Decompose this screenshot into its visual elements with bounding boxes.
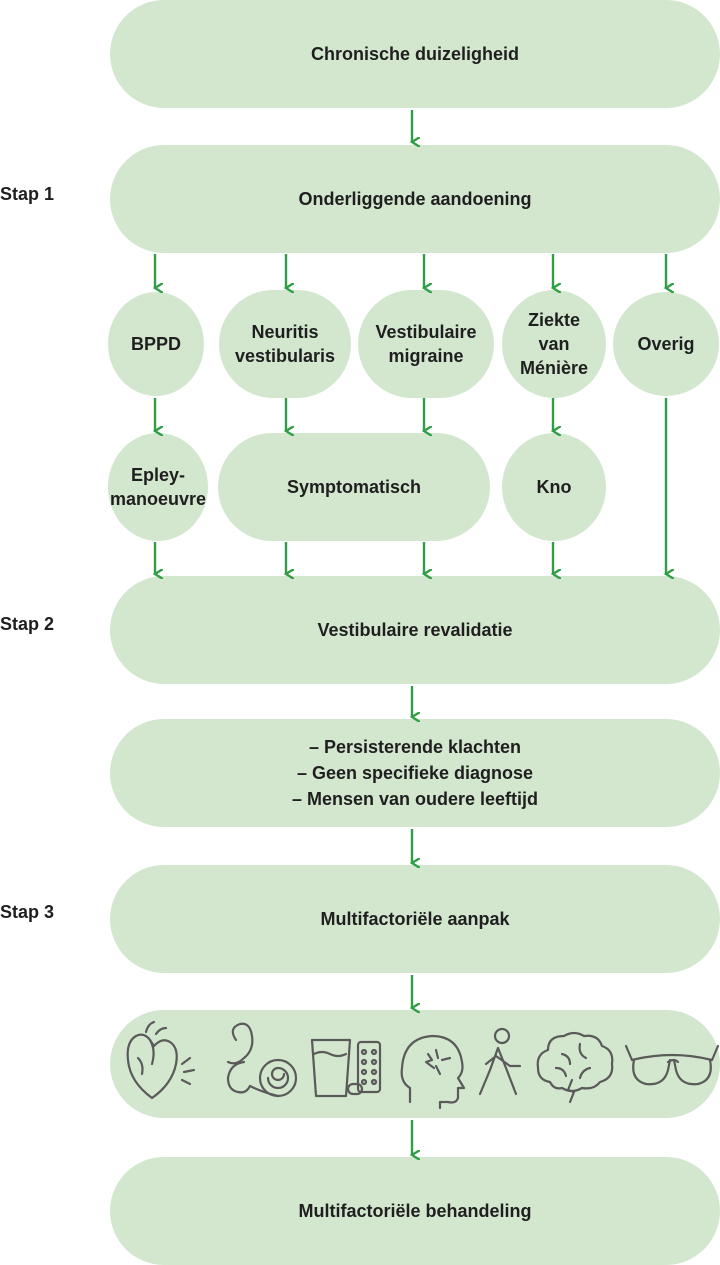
node-meniere: Ziekte van Ménière bbox=[502, 290, 606, 398]
medication-icon bbox=[310, 1038, 382, 1098]
glasses-icon bbox=[624, 1044, 720, 1086]
node-vestibular-rehabilitation: Vestibulaire revalidatie bbox=[110, 576, 720, 684]
walking-person-icon bbox=[478, 1027, 522, 1096]
node-bppd: BPPD bbox=[108, 292, 204, 396]
node-overig: Overig bbox=[613, 292, 719, 396]
brain-icon bbox=[536, 1031, 614, 1104]
node-epley-maneuver: Epley- manoeuvre bbox=[108, 433, 208, 541]
step-label-2: Stap 2 bbox=[0, 614, 55, 634]
heart-icon bbox=[126, 1020, 196, 1100]
node-symptomatic: Symptomatisch bbox=[218, 433, 490, 541]
node-kno: Kno bbox=[502, 433, 606, 541]
node-chronic-dizziness: Chronische duizeligheid bbox=[110, 0, 720, 108]
node-multifactorial-treatment: Multifactoriële behandeling bbox=[110, 1157, 720, 1265]
node-vestibular-migraine: Vestibulaire migraine bbox=[358, 290, 494, 398]
node-multifactorial-approach: Multifactoriële aanpak bbox=[110, 865, 720, 973]
step-label-3: Stap 3 bbox=[0, 902, 55, 922]
node-underlying-condition: Onderliggende aandoening bbox=[110, 145, 720, 253]
node-neuritis-vestibularis: Neuritis vestibularis bbox=[219, 290, 351, 398]
step-label-1: Stap 1 bbox=[0, 184, 55, 204]
ear-icon bbox=[226, 1022, 298, 1098]
node-icon-row bbox=[110, 1010, 720, 1118]
node-criteria: – Persisterende klachten – Geen specifie… bbox=[110, 719, 720, 827]
head-icon bbox=[400, 1034, 466, 1110]
